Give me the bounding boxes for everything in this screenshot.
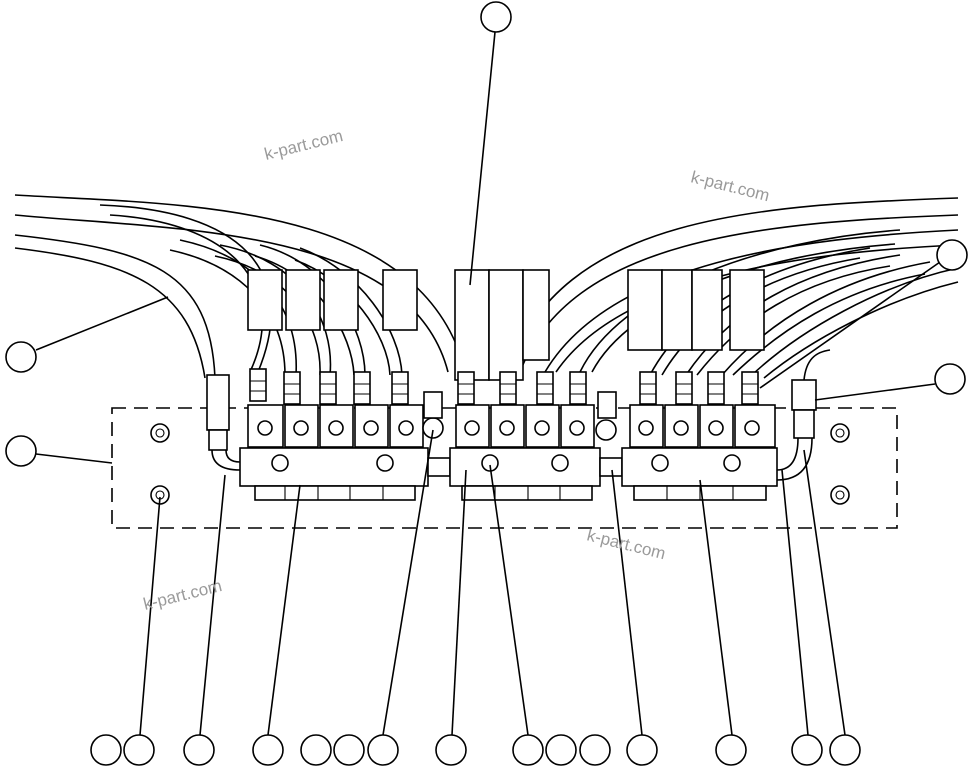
watermark-2: k-part.com <box>689 167 772 205</box>
callout-bottom-14 <box>791 734 823 766</box>
mounting-plate-outline <box>111 407 898 529</box>
valve-stack-left <box>239 404 429 501</box>
callout-bottom-13 <box>715 734 747 766</box>
leader-lines <box>35 31 941 736</box>
pressure-switch <box>776 349 831 481</box>
callout-bottom-4 <box>252 734 284 766</box>
callout-bottom-9 <box>512 734 544 766</box>
callout-bottom-6 <box>333 734 365 766</box>
watermark-1: k-part.com <box>262 126 345 164</box>
callout-bottom-5 <box>300 734 332 766</box>
callout-bottom-7 <box>367 734 399 766</box>
callout-top <box>480 1 512 33</box>
callout-right-upper <box>936 239 968 271</box>
callout-bottom-1 <box>90 734 122 766</box>
callout-bottom-12 <box>626 734 658 766</box>
callout-left-lower <box>5 435 37 467</box>
valve-stack-center <box>449 404 601 501</box>
callout-bottom-15 <box>829 734 861 766</box>
callout-left-upper <box>5 341 37 373</box>
valve-stack-right <box>621 404 778 501</box>
callout-right-lower <box>934 363 966 395</box>
callout-bottom-8 <box>435 734 467 766</box>
connector-2 <box>595 391 623 477</box>
hose-fittings <box>249 368 759 405</box>
cylinders <box>247 269 765 381</box>
callout-bottom-2 <box>123 734 155 766</box>
mounting-bolts <box>150 423 850 505</box>
callout-circles <box>5 1 968 766</box>
callout-bottom-3 <box>183 734 215 766</box>
left-return-hose <box>206 374 241 471</box>
watermark-3: k-part.com <box>585 525 668 563</box>
callout-bottom-11 <box>579 734 611 766</box>
callout-bottom-10 <box>545 734 577 766</box>
connector-1 <box>422 391 451 477</box>
